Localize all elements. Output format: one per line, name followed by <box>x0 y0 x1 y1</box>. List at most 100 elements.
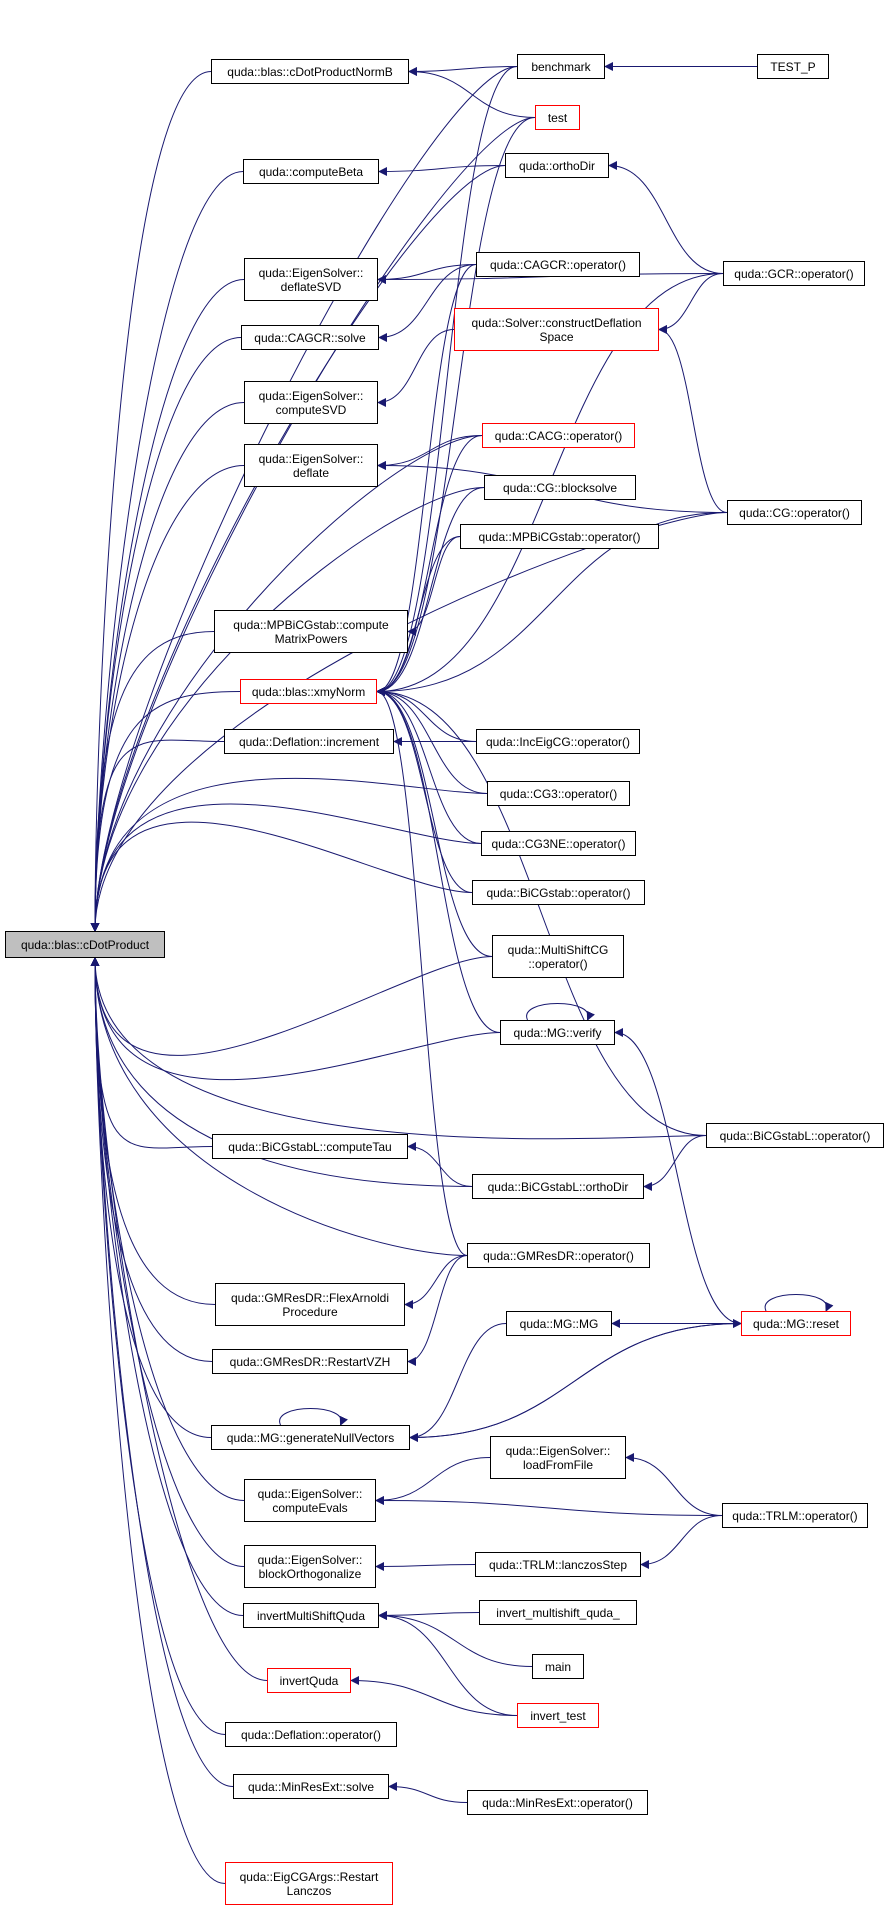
node-eigcgrl[interactable]: quda::EigCGArgs::Restart Lanczos <box>225 1862 393 1905</box>
node-trlmop[interactable]: quda::TRLM::operator() <box>722 1503 868 1528</box>
node-orthodir[interactable]: quda::orthoDir <box>505 153 609 178</box>
node-xmynorm[interactable]: quda::blas::xmyNorm <box>240 679 377 704</box>
node-deflop[interactable]: quda::Deflation::operator() <box>225 1722 397 1747</box>
node-test[interactable]: test <box>535 105 580 130</box>
node-loadfile[interactable]: quda::EigenSolver:: loadFromFile <box>490 1436 626 1479</box>
node-gmresfa[interactable]: quda::GMResDR::FlexArnoldi Procedure <box>215 1283 405 1326</box>
edge-mscg-to-root <box>90 956 493 1056</box>
node-cagcrop[interactable]: quda::CAGCR::operator() <box>476 252 640 277</box>
node-invquda[interactable]: invertQuda <box>267 1668 351 1693</box>
node-mscg[interactable]: quda::MultiShiftCG ::operator() <box>492 935 624 978</box>
edge-gcrop-to-cds <box>658 273 724 334</box>
edge-mscg-to-xmynorm <box>376 687 493 957</box>
node-invms_[interactable]: invert_multishift_quda_ <box>479 1600 637 1625</box>
node-mgverify[interactable]: quda::MG::verify <box>500 1020 615 1045</box>
edge-lanczos-to-blockortho <box>375 1561 476 1571</box>
edge-mgverify-to-root <box>90 957 501 1081</box>
edge-gmresop-to-xmynorm <box>376 687 468 1256</box>
edge-gmresop-to-root <box>90 957 468 1256</box>
edge-main-to-invmsq <box>378 1611 533 1667</box>
edge-minsolve-to-root <box>90 957 234 1787</box>
node-cgblock[interactable]: quda::CG::blocksolve <box>484 475 636 500</box>
edge-mpbicgop-to-xmynorm <box>376 536 461 696</box>
node-testp[interactable]: TEST_P <box>757 54 829 79</box>
edge-test-to-root <box>90 117 536 932</box>
node-gmresop[interactable]: quda::GMResDR::operator() <box>467 1243 650 1268</box>
node-bicgop[interactable]: quda::BiCGstab::operator() <box>472 880 645 905</box>
edge-gmresop-to-gmresfa <box>404 1255 468 1309</box>
edge-mgreset-to-mgverify <box>614 1028 742 1324</box>
node-blockortho[interactable]: quda::EigenSolver:: blockOrthogonalize <box>244 1545 376 1588</box>
edge-trlmop-to-compevals <box>375 1496 723 1516</box>
edge-gcrop-to-orthodir <box>608 161 724 274</box>
node-gmresvzh[interactable]: quda::GMResDR::RestartVZH <box>212 1349 408 1374</box>
edge-deflate-to-root <box>90 465 245 932</box>
node-bicglortho[interactable]: quda::BiCGstabL::orthoDir <box>472 1174 644 1199</box>
node-minsolve[interactable]: quda::MinResExt::solve <box>233 1774 389 1799</box>
edge-deflatesvd-to-root <box>90 279 245 932</box>
edge-bicgop-to-root <box>90 821 473 932</box>
edge-invmsq-to-root <box>90 957 244 1616</box>
edge-mggen-to-root <box>90 957 212 1438</box>
edge-cdpnb-to-root <box>90 71 212 932</box>
edge-invtest-to-invquda <box>350 1676 518 1716</box>
node-mgmg[interactable]: quda::MG::MG <box>506 1311 612 1336</box>
edge-cg3op-to-xmynorm <box>376 687 488 794</box>
edge-cagcrop-to-cagcrsolve <box>378 264 477 342</box>
node-lanczos[interactable]: quda::TRLM::lanczosStep <box>475 1552 641 1577</box>
node-mpbicgcmp[interactable]: quda::MPBiCGstab::compute MatrixPowers <box>214 610 408 653</box>
edge-bicglop-to-root <box>90 957 707 1140</box>
edge-cacgop-to-root <box>90 435 483 932</box>
edge-test-to-cdpnb <box>408 67 536 118</box>
edge-mgverify-to-xmynorm <box>376 687 501 1033</box>
edge-invtest-to-invmsq <box>378 1611 518 1716</box>
edge-invms_-to-invmsq <box>378 1610 480 1620</box>
node-benchmark[interactable]: benchmark <box>517 54 605 79</box>
node-mgreset[interactable]: quda::MG::reset <box>741 1311 851 1336</box>
edge-cagcrop-to-xmynorm <box>376 264 477 696</box>
node-deflate[interactable]: quda::EigenSolver:: deflate <box>244 444 378 487</box>
edge-trlmop-to-loadfile <box>625 1453 723 1516</box>
edge-cg3op-to-root <box>90 777 488 932</box>
edge-mgverify-to-mgverify <box>526 1003 595 1021</box>
node-cagcrsolve[interactable]: quda::CAGCR::solve <box>241 325 379 350</box>
edge-deflinc-to-root <box>90 739 225 932</box>
node-cg3op[interactable]: quda::CG3::operator() <box>487 781 630 806</box>
node-compevals[interactable]: quda::EigenSolver:: computeEvals <box>244 1479 376 1522</box>
node-bicglop[interactable]: quda::BiCGstabL::operator() <box>706 1123 884 1148</box>
node-deflatesvd[interactable]: quda::EigenSolver:: deflateSVD <box>244 258 378 301</box>
node-cgop[interactable]: quda::CG::operator() <box>727 500 862 525</box>
edge-cgop-to-xmynorm <box>376 512 728 696</box>
node-invmsq[interactable]: invertMultiShiftQuda <box>243 1603 379 1628</box>
edge-cgblock-to-xmynorm <box>376 487 485 696</box>
node-computebeta[interactable]: quda::computeBeta <box>243 159 379 184</box>
edge-orthodir-to-computebeta <box>378 165 506 176</box>
edge-cagcrop-to-deflatesvd <box>377 264 477 284</box>
node-gcrop[interactable]: quda::GCR::operator() <box>723 261 865 286</box>
edge-xmynorm-to-root <box>90 691 241 932</box>
edge-mgmg-to-mggen <box>409 1323 507 1442</box>
edge-bicglop-to-bicglortho <box>643 1135 707 1191</box>
edge-inceigcg-to-xmynorm <box>376 687 477 742</box>
node-invtest[interactable]: invert_test <box>517 1703 599 1728</box>
edge-blockortho-to-root <box>90 957 245 1567</box>
node-mpbicgop[interactable]: quda::MPBiCGstab::operator() <box>460 524 659 549</box>
edge-trlmop-to-lanczos <box>640 1515 723 1569</box>
edge-benchmark-to-xmynorm <box>376 66 518 696</box>
node-mggen[interactable]: quda::MG::generateNullVectors <box>211 1425 410 1450</box>
edge-cg3neop-to-root <box>90 803 482 932</box>
node-cds[interactable]: quda::Solver::constructDeflation Space <box>454 308 659 351</box>
node-main[interactable]: main <box>532 1654 584 1679</box>
edge-cg3neop-to-xmynorm <box>376 687 482 844</box>
edge-mpbicgcmp-to-root <box>90 631 215 932</box>
node-minop[interactable]: quda::MinResExt::operator() <box>467 1790 648 1815</box>
edge-gmresop-to-gmresvzh <box>407 1255 468 1366</box>
node-root[interactable]: quda::blas::cDotProduct <box>5 931 165 958</box>
node-deflinc[interactable]: quda::Deflation::increment <box>224 729 394 754</box>
node-cacgop[interactable]: quda::CACG::operator() <box>482 423 635 448</box>
node-cg3neop[interactable]: quda::CG3NE::operator() <box>481 831 636 856</box>
node-cdpnb[interactable]: quda::blas::cDotProductNormB <box>211 59 409 84</box>
node-bicgltau[interactable]: quda::BiCGstabL::computeTau <box>212 1134 408 1159</box>
node-inceigcg[interactable]: quda::IncEigCG::operator() <box>476 729 640 754</box>
node-computesvd[interactable]: quda::EigenSolver:: computeSVD <box>244 381 378 424</box>
